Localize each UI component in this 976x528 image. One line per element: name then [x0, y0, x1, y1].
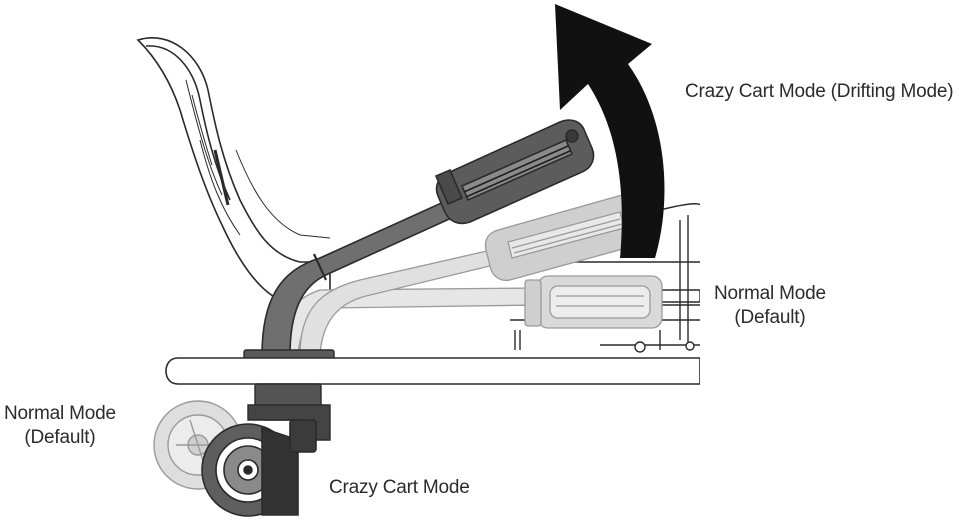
seat [136, 37, 331, 301]
label-normal-mode-line2: (Default) [734, 307, 806, 328]
label-normal-mode-wheel-line2: (Default) [24, 427, 96, 448]
caster-wheel-crazy-cart [201, 419, 317, 517]
label-crazy-cart-drifting-text: Crazy Cart Mode (Drifting Mode) [685, 81, 954, 102]
label-normal-mode-wheel: Normal Mode (Default) [4, 402, 116, 450]
label-crazy-cart-mode-wheel: Crazy Cart Mode [329, 476, 470, 500]
rotation-arrow-icon [555, 4, 665, 258]
handle-mid-position-ghost [299, 193, 646, 356]
label-normal-mode-line1: Normal Mode [714, 283, 826, 304]
label-normal-mode-handle: Normal Mode (Default) [714, 282, 826, 330]
kart-illustration [136, 37, 700, 517]
label-crazy-cart-drifting-mode: Crazy Cart Mode (Drifting Mode) [685, 80, 954, 104]
handle-drifting-mode [261, 119, 595, 356]
label-normal-mode-wheel-line1: Normal Mode [4, 403, 116, 424]
label-crazy-cart-mode-text: Crazy Cart Mode [329, 477, 470, 498]
platform-deck [165, 357, 700, 385]
